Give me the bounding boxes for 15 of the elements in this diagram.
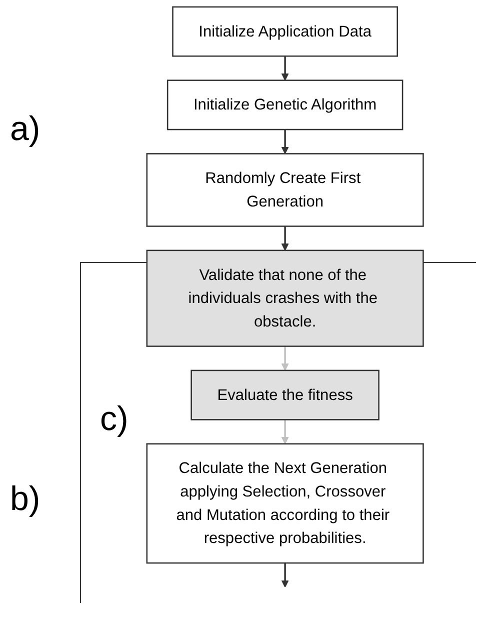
node-box: Initialize Genetic Algorithm <box>166 80 404 130</box>
node-box: Calculate the Next Generation applying Selection, Crossover and Mutation according to their respective probabilities. <box>146 443 424 564</box>
node-box: Initialize Application Data <box>172 6 398 57</box>
arrow <box>281 563 289 588</box>
arrow <box>281 420 289 444</box>
section-label: c) <box>100 400 128 439</box>
section-label: a) <box>10 110 40 149</box>
arrow <box>281 56 289 81</box>
section-label: b) <box>10 480 40 519</box>
node-box: Validate that none of the individuals crashes with the obstacle. <box>146 250 424 347</box>
node-box: Evaluate the fitness <box>190 370 380 420</box>
arrow <box>281 130 289 154</box>
node-box: Randomly Create First Generation <box>146 153 424 227</box>
arrow <box>281 346 289 371</box>
arrow <box>281 226 289 251</box>
